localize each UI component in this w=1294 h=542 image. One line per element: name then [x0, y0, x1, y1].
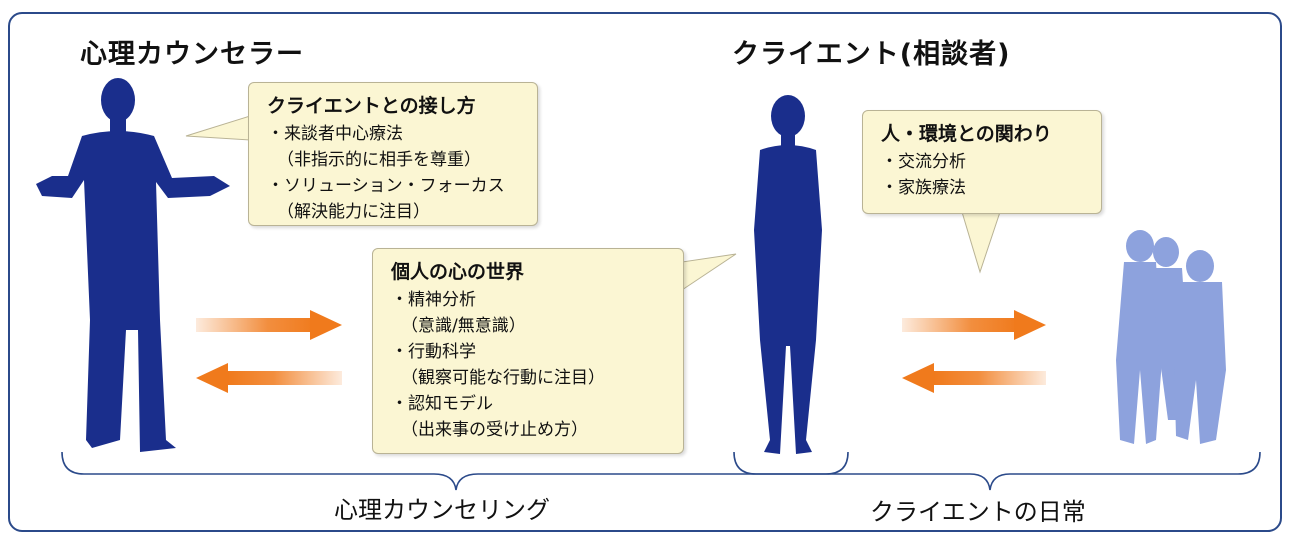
relations-list: ・交流分析 ・家族療法 — [881, 149, 1087, 201]
approach-item-note: （非指示的に相手を尊重） — [267, 147, 523, 173]
inner-world-item-note-text: （出来事の受け止め方） — [401, 420, 588, 440]
inner-world-item: ・認知モデル — [391, 391, 669, 417]
inner-world-item-text: ・認知モデル — [391, 394, 493, 414]
inner-world-item-text: ・精神分析 — [391, 290, 476, 310]
approach-bubble-title: クライエントとの接し方 — [267, 95, 476, 117]
counselor-title: 心理カウンセラー — [80, 39, 304, 70]
inner-world-item: ・行動科学 — [391, 339, 669, 365]
inner-world-item-note-text: （意識/無意識） — [401, 316, 526, 336]
approach-item-text: ・来談者中心療法 — [267, 124, 403, 144]
approach-item: ・来談者中心療法 — [267, 121, 523, 147]
arrow-counselor-to-client — [196, 310, 342, 340]
inner-world-item-note-text: （観察可能な行動に注目） — [401, 368, 605, 388]
people-group-silhouette — [1116, 230, 1226, 444]
relations-bubble-title: 人・環境との関わり — [881, 123, 1052, 145]
client-title: クライエント(相談者) — [732, 39, 1011, 70]
approach-list: ・来談者中心療法 （非指示的に相手を尊重） ・ソリューション・フォーカス （解決… — [267, 121, 523, 225]
approach-item-note: （解決能力に注目） — [267, 199, 523, 225]
relations-item: ・交流分析 — [881, 149, 1087, 175]
inner-world-item-note: （観察可能な行動に注目） — [391, 365, 669, 391]
inner-world-list: ・精神分析 （意識/無意識） ・行動科学 （観察可能な行動に注目） ・認知モデル… — [391, 287, 669, 443]
relations-item: ・家族療法 — [881, 175, 1087, 201]
arrow-client-to-counselor — [196, 363, 342, 393]
inner-world-bubble-title: 個人の心の世界 — [391, 261, 525, 283]
arrow-client-to-daily — [902, 310, 1046, 340]
diagram-frame — [8, 12, 1282, 532]
approach-bubble: クライエントとの接し方 ・来談者中心療法 （非指示的に相手を尊重） ・ソリューシ… — [248, 82, 538, 226]
inner-world-item-note: （意識/無意識） — [391, 313, 669, 339]
counselor-silhouette — [36, 78, 230, 452]
approach-item-note-text: （非指示的に相手を尊重） — [277, 150, 481, 170]
inner-world-item: ・精神分析 — [391, 287, 669, 313]
arrow-daily-to-client — [902, 363, 1046, 393]
relations-item-text: ・家族療法 — [881, 178, 966, 198]
counseling-caption: 心理カウンセリング — [334, 496, 550, 524]
approach-bubble-tail — [185, 115, 251, 141]
client-silhouette — [754, 95, 822, 454]
approach-item-note-text: （解決能力に注目） — [277, 202, 430, 222]
inner-world-bubble: 個人の心の世界 ・精神分析 （意識/無意識） ・行動科学 （観察可能な行動に注目… — [372, 248, 684, 454]
daily-life-caption: クライエントの日常 — [870, 498, 1086, 526]
approach-item: ・ソリューション・フォーカス — [267, 173, 523, 199]
relations-item-text: ・交流分析 — [881, 152, 966, 172]
inner-world-item-text: ・行動科学 — [391, 342, 476, 362]
inner-world-item-note: （出来事の受け止め方） — [391, 417, 669, 443]
inner-world-bubble-tail — [681, 253, 737, 291]
relations-bubble-tail — [961, 211, 1001, 274]
approach-item-text: ・ソリューション・フォーカス — [267, 176, 505, 196]
daily-life-bracket — [733, 451, 1261, 491]
relations-bubble: 人・環境との関わり ・交流分析 ・家族療法 — [862, 110, 1102, 214]
counseling-bracket — [61, 451, 849, 491]
